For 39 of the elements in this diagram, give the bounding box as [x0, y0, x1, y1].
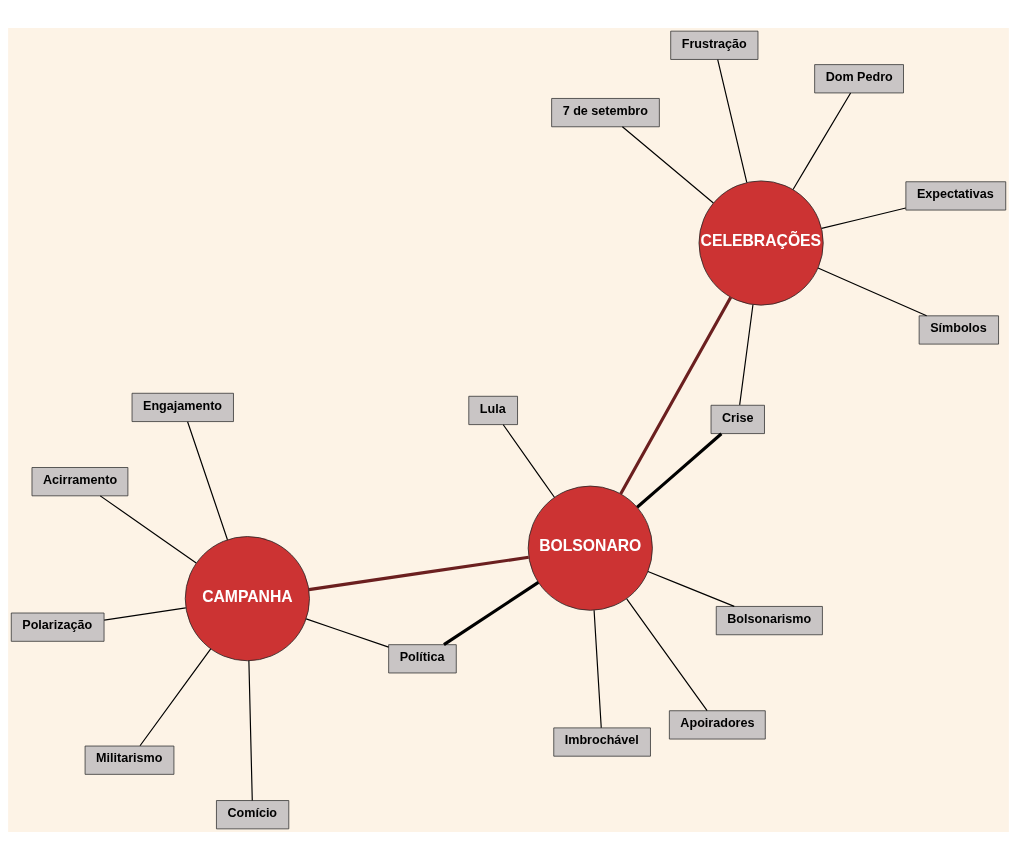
node-box: Acirramento: [31, 467, 129, 497]
connector: [619, 296, 733, 495]
connector: [647, 570, 735, 607]
node-box: Expectativas: [905, 181, 1007, 211]
node-box: Militarismo: [84, 745, 175, 775]
node-circle: CAMPANHA: [184, 536, 310, 662]
connector: [99, 495, 197, 564]
connector: [621, 126, 714, 204]
connector: [792, 92, 852, 191]
connector: [308, 555, 529, 592]
connector: [626, 598, 708, 712]
node-box: Imbrochável: [553, 727, 651, 757]
connector: [717, 58, 748, 183]
node-box: Comício: [216, 800, 290, 830]
node-box: Polarização: [10, 612, 105, 642]
connector: [187, 421, 229, 541]
connector: [739, 304, 754, 406]
connector: [443, 581, 540, 646]
connector: [817, 267, 928, 317]
node-box: Apoiradores: [668, 710, 766, 740]
connector: [502, 424, 555, 498]
node-box: Bolsonarismo: [715, 606, 823, 636]
connector: [636, 432, 723, 509]
node-circle: CELEBRAÇÕES: [698, 180, 824, 306]
connector: [103, 607, 187, 621]
connector: [821, 207, 907, 229]
node-box: Política: [388, 644, 457, 674]
connector: [139, 648, 212, 747]
node-circle: BOLSONARO: [527, 485, 653, 611]
connector: [248, 660, 253, 802]
node-box: Engajamento: [131, 392, 234, 422]
node-box: Frustração: [670, 30, 759, 60]
node-box: 7 de setembro: [551, 98, 660, 128]
node-box: Lula: [468, 395, 518, 425]
connector: [593, 609, 602, 729]
node-box: Símbolos: [918, 315, 999, 345]
node-box: Crise: [710, 404, 765, 434]
node-box: Dom Pedro: [814, 64, 904, 94]
connector: [305, 618, 390, 648]
